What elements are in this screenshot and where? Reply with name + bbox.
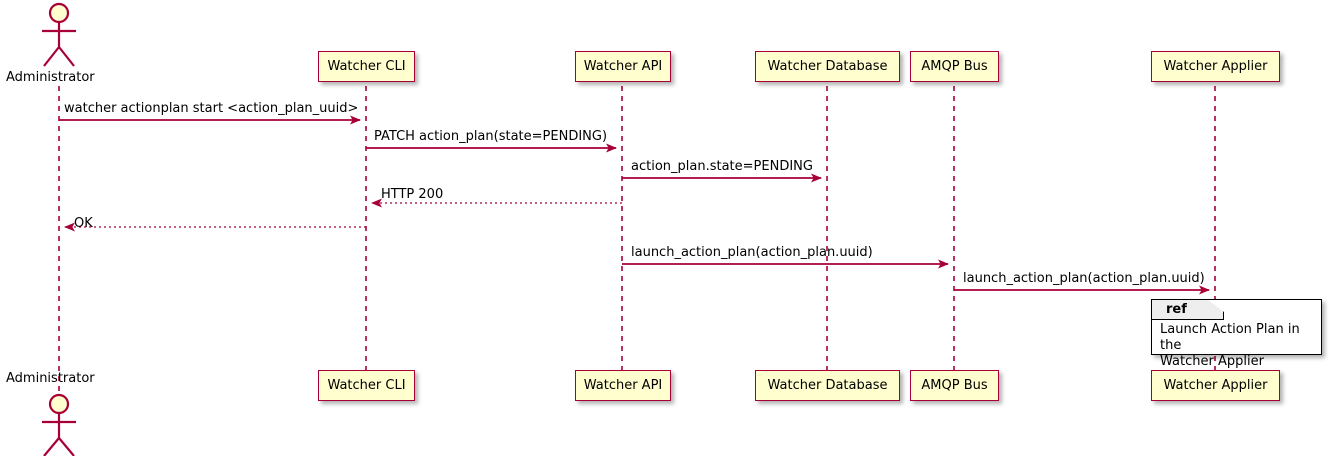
- participant-watcher-database-bottom[interactable]: Watcher Database: [755, 370, 900, 401]
- actor-label-administrator-top: Administrator: [6, 70, 95, 85]
- participant-amqp-bus-top[interactable]: AMQP Bus: [910, 51, 999, 82]
- participant-watcher-applier-bottom[interactable]: Watcher Applier: [1151, 370, 1280, 401]
- participant-amqp-bus-bottom-label: AMQP Bus: [921, 378, 988, 393]
- message-label-http-200: HTTP 200: [381, 187, 444, 202]
- participant-watcher-applier-bottom-label: Watcher Applier: [1163, 378, 1268, 393]
- lifelines: [58, 86, 1216, 395]
- participant-watcher-cli-bottom[interactable]: Watcher CLI: [318, 370, 415, 401]
- participant-watcher-cli-top[interactable]: Watcher CLI: [318, 51, 415, 82]
- message-label-watcher-actionplan-start: watcher actionplan start <action_plan_uu…: [64, 101, 359, 116]
- participant-watcher-database-bottom-label: Watcher Database: [767, 378, 888, 393]
- participant-amqp-bus-bottom[interactable]: AMQP Bus: [910, 370, 999, 401]
- participant-watcher-database-top-label: Watcher Database: [767, 59, 888, 74]
- participant-watcher-api-top[interactable]: Watcher API: [575, 51, 671, 82]
- ref-fragment-line-1: Launch Action Plan in the: [1160, 322, 1300, 353]
- participant-watcher-database-top[interactable]: Watcher Database: [755, 51, 900, 82]
- participant-watcher-api-bottom[interactable]: Watcher API: [575, 370, 671, 401]
- participant-amqp-bus-top-label: AMQP Bus: [921, 59, 988, 74]
- message-label-ok: OK: [74, 216, 93, 231]
- participant-watcher-applier-top[interactable]: Watcher Applier: [1151, 51, 1280, 82]
- ref-fragment-keyword: ref: [1152, 300, 1224, 320]
- message-label-launch-action-plan-applier: launch_action_plan(action_plan.uuid): [963, 271, 1205, 286]
- ref-fragment[interactable]: ref Launch Action Plan in the Watcher Ap…: [1151, 299, 1322, 369]
- participant-watcher-cli-bottom-label: Watcher CLI: [327, 378, 406, 393]
- ref-fragment-line-2: Watcher Applier: [1160, 354, 1264, 369]
- actor-administrator-top: [42, 2, 76, 67]
- participant-watcher-api-bottom-label: Watcher API: [583, 378, 663, 393]
- message-label-launch-action-plan-amqp: launch_action_plan(action_plan.uuid): [631, 245, 873, 260]
- actor-label-administrator-bottom: Administrator: [6, 371, 95, 386]
- participant-watcher-api-top-label: Watcher API: [583, 59, 663, 74]
- actor-administrator-bottom: [42, 393, 76, 456]
- message-label-patch-action-plan: PATCH action_plan(state=PENDING): [374, 129, 608, 144]
- ref-fragment-body: Launch Action Plan in the Watcher Applie…: [1160, 322, 1315, 370]
- participant-watcher-cli-top-label: Watcher CLI: [327, 59, 406, 74]
- participant-watcher-applier-top-label: Watcher Applier: [1163, 59, 1268, 74]
- message-label-action-plan-state-pending: action_plan.state=PENDING: [631, 159, 813, 174]
